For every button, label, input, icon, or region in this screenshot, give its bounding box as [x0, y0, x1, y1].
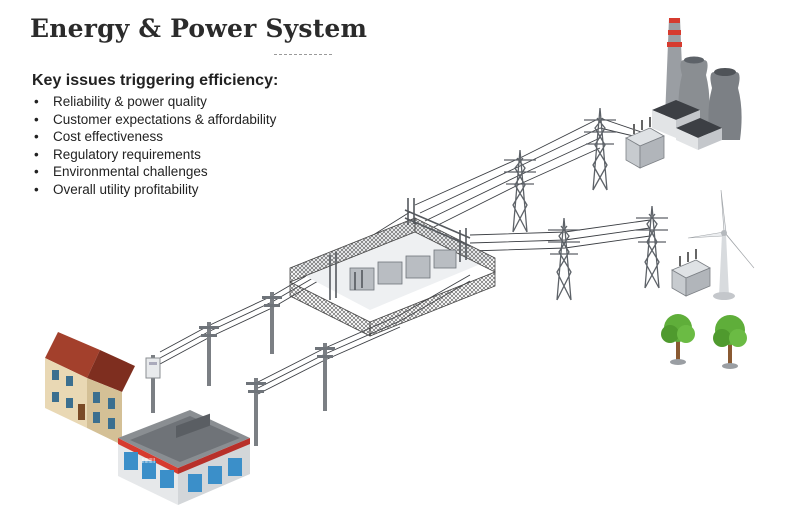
issue-item: Regulatory requirements: [32, 146, 278, 164]
tree: [661, 314, 695, 365]
title-underline: [274, 54, 332, 55]
page-title: Energy & Power System: [30, 14, 368, 43]
utility-pole: [199, 322, 219, 386]
transmission-tower: [636, 205, 668, 289]
utility-pole: [246, 378, 266, 446]
house: [45, 332, 135, 445]
issue-item: Overall utility profitability: [32, 181, 278, 199]
substation: [289, 198, 496, 337]
utility-pole: [262, 292, 282, 354]
issue-item: Customer expectations & affordability: [32, 111, 278, 129]
tree: [713, 315, 747, 369]
shop: ||||||||||: [118, 410, 250, 505]
key-issues-heading: Key issues triggering efficiency:: [32, 72, 279, 89]
key-issues-list: Reliability & power quality Customer exp…: [32, 93, 278, 198]
key-issues-panel: Key issues triggering efficiency: Reliab…: [32, 72, 278, 198]
utility-pole: [315, 343, 335, 411]
transformer: [671, 249, 711, 297]
wind-turbine: [687, 189, 755, 300]
shop-sign: ||||||||||: [142, 458, 155, 464]
transformer: [625, 117, 665, 169]
transmission-tower: [584, 107, 616, 191]
issue-item: Cost effectiveness: [32, 128, 278, 146]
issue-item: Environmental challenges: [32, 163, 278, 181]
transmission-tower: [548, 217, 580, 301]
utility-pole: [145, 355, 161, 413]
power-plant: [652, 18, 742, 150]
issue-item: Reliability & power quality: [32, 93, 278, 111]
transmission-tower: [504, 149, 536, 233]
